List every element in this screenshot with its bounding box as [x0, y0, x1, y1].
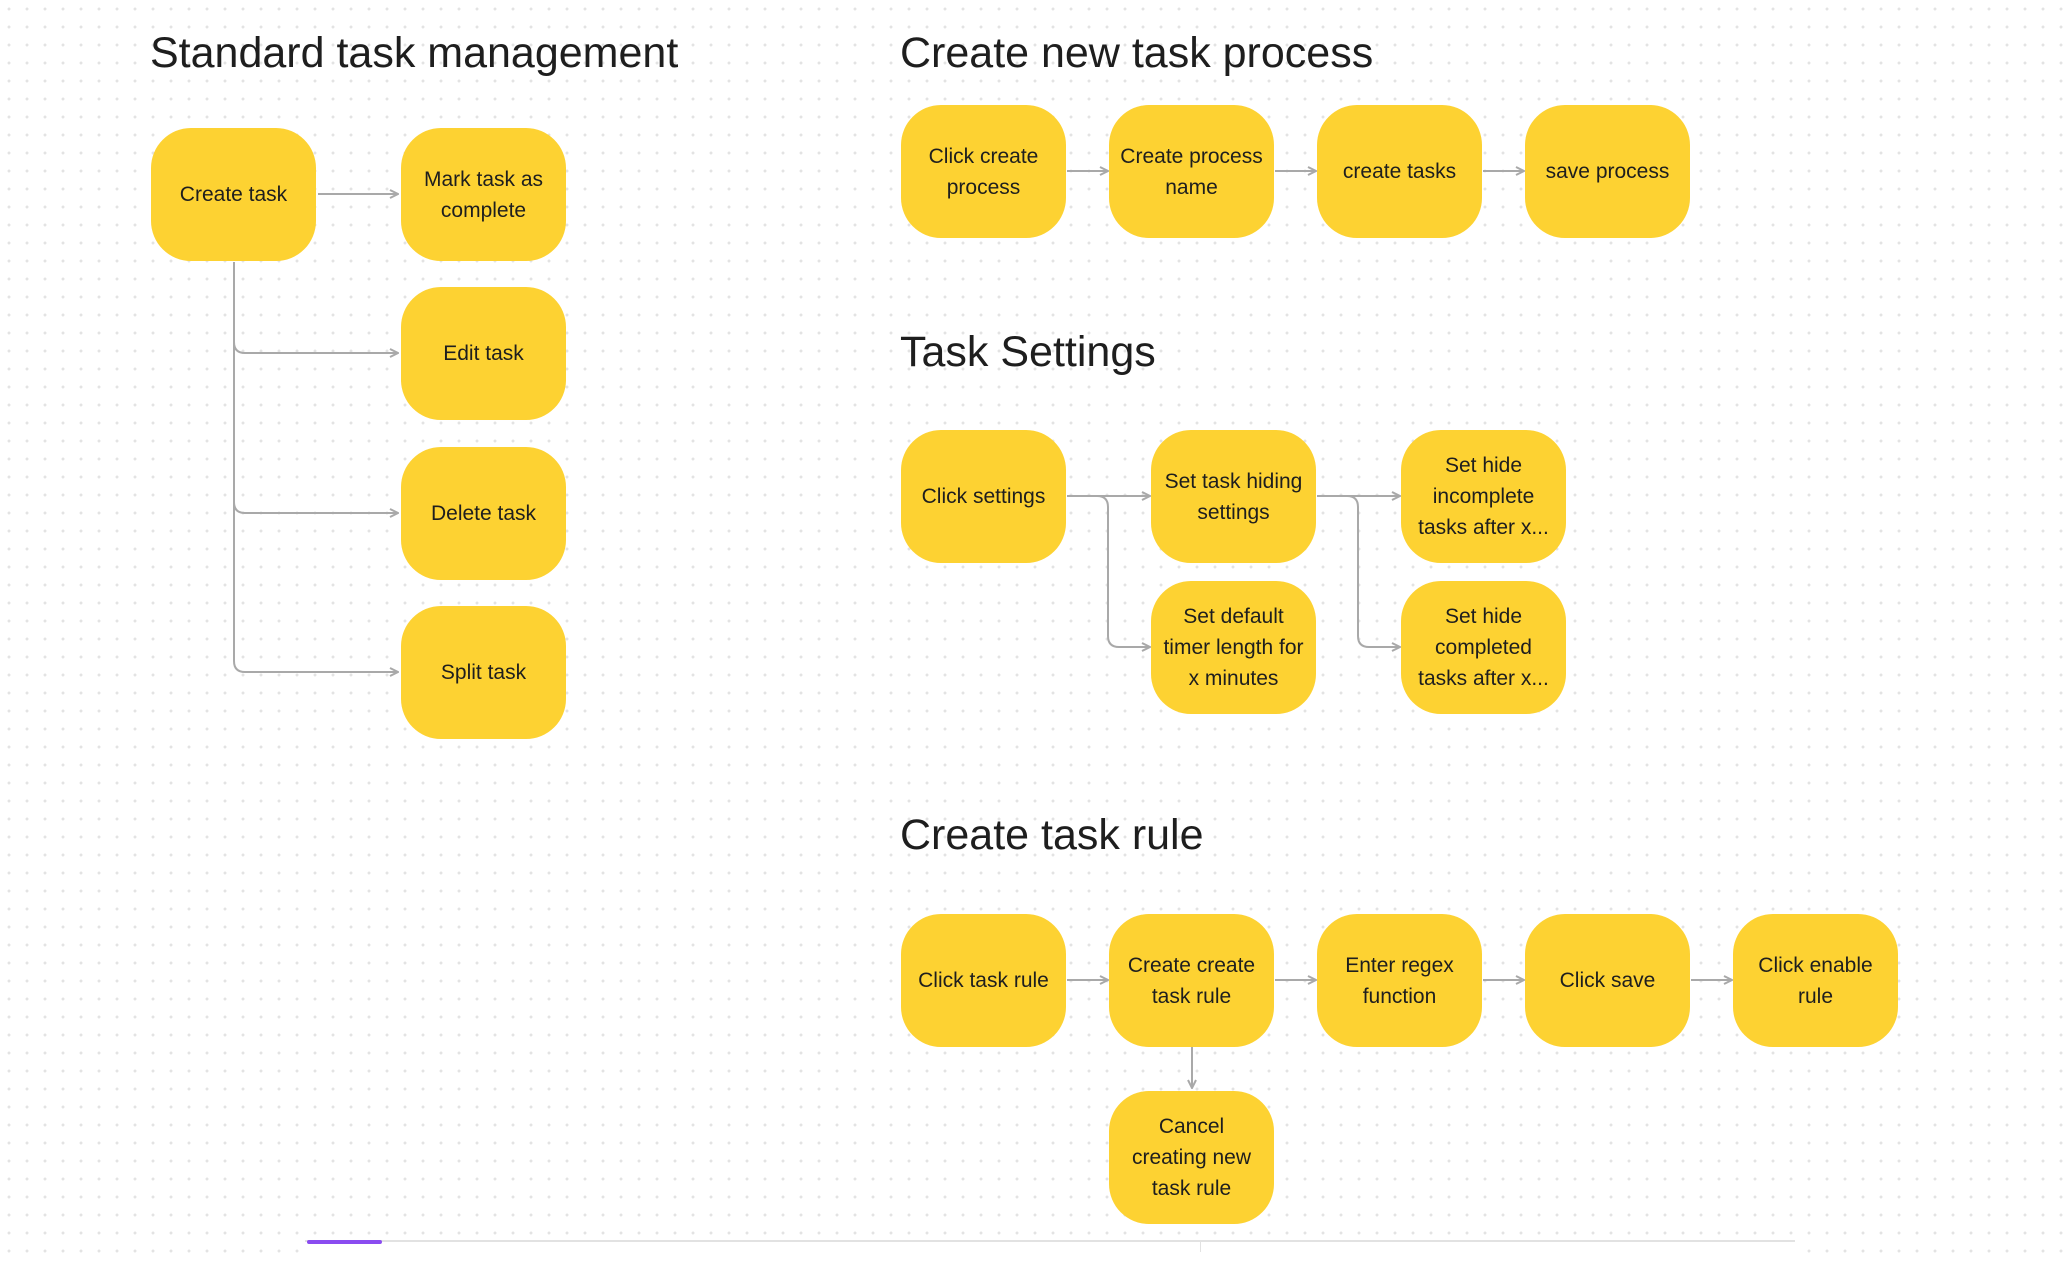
connector-create-to-split — [233, 262, 398, 672]
node-enter-regex-function[interactable]: Enter regex function — [1317, 914, 1482, 1047]
connector-create-to-delete — [233, 262, 398, 513]
connector-create-to-edit — [233, 262, 398, 353]
node-mark-task-complete[interactable]: Mark task as complete — [401, 128, 566, 261]
node-click-task-rule[interactable]: Click task rule — [901, 914, 1066, 1047]
node-label: Create process name — [1120, 144, 1263, 199]
node-click-enable-rule[interactable]: Click enable rule — [1733, 914, 1898, 1047]
node-label: Set task hiding settings — [1164, 469, 1303, 524]
node-set-default-timer[interactable]: Set default timer length for x minutes — [1151, 581, 1316, 714]
node-set-hide-completed[interactable]: Set hide completed tasks after x... — [1401, 581, 1566, 714]
node-create-tasks[interactable]: create tasks — [1317, 105, 1482, 238]
toolbar-divider — [1200, 1242, 1201, 1252]
node-label: Click settings — [921, 485, 1046, 508]
node-label: Delete task — [430, 502, 537, 525]
node-label: Click save — [1559, 969, 1656, 992]
node-label: Set default timer length for x minutes — [1163, 605, 1304, 690]
node-label: Create task — [179, 183, 288, 206]
node-label: Create create task rule — [1127, 953, 1256, 1008]
node-delete-task[interactable]: Delete task — [401, 447, 566, 580]
task-settings-title: Task Settings — [900, 328, 1156, 376]
connector-settings-to-timer — [1067, 495, 1150, 647]
node-create-create-task-rule[interactable]: Create create task rule — [1109, 914, 1274, 1047]
create-task-rule-title: Create task rule — [900, 811, 1204, 859]
standard-task-management-title: Standard task management — [150, 29, 679, 77]
node-label: Click task rule — [918, 969, 1049, 992]
connector-hiding-to-completed — [1317, 495, 1400, 647]
node-label: Set hide incomplete tasks after x... — [1418, 454, 1549, 539]
node-create-process-name[interactable]: Create process name — [1109, 105, 1274, 238]
node-save-process[interactable]: save process — [1525, 105, 1690, 238]
node-label: Enter regex function — [1345, 953, 1454, 1008]
node-edit-task[interactable]: Edit task — [401, 287, 566, 420]
node-set-hide-incomplete[interactable]: Set hide incomplete tasks after x... — [1401, 430, 1566, 563]
node-label: Edit task — [443, 342, 524, 365]
node-label: Mark task as complete — [423, 167, 544, 222]
node-click-settings[interactable]: Click settings — [901, 430, 1066, 563]
create-new-task-process-title: Create new task process — [900, 29, 1374, 77]
node-label: Cancel creating new task rule — [1131, 1115, 1252, 1200]
toolbar-accent — [307, 1240, 382, 1244]
node-create-task[interactable]: Create task — [151, 128, 316, 261]
node-split-task[interactable]: Split task — [401, 606, 566, 739]
node-label: Split task — [440, 661, 527, 684]
node-click-save[interactable]: Click save — [1525, 914, 1690, 1047]
node-label: Click enable rule — [1758, 953, 1873, 1008]
node-set-task-hiding-settings[interactable]: Set task hiding settings — [1151, 430, 1316, 563]
node-click-create-process[interactable]: Click create process — [901, 105, 1066, 238]
node-label: Click create process — [928, 144, 1039, 199]
node-label: save process — [1545, 160, 1670, 183]
bottom-toolbar — [305, 1240, 1795, 1262]
node-label: create tasks — [1342, 160, 1457, 183]
node-label: Set hide completed tasks after x... — [1418, 605, 1549, 690]
node-cancel-creating-task-rule[interactable]: Cancel creating new task rule — [1109, 1091, 1274, 1224]
